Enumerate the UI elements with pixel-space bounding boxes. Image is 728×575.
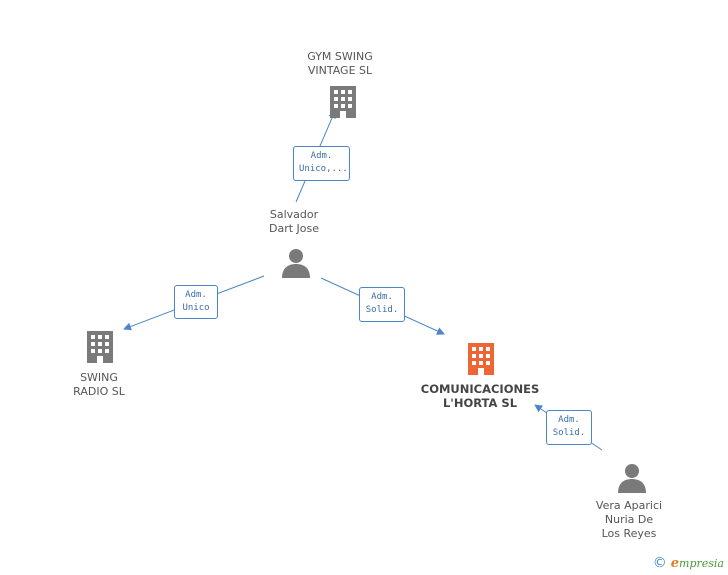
node-label-line: Dart Jose xyxy=(268,222,320,235)
role-line: Solid. xyxy=(365,305,399,315)
footer-brand: © empresia xyxy=(653,555,724,571)
node-label-line: Salvador xyxy=(269,208,319,221)
brand-initial: e xyxy=(670,555,680,571)
node-label-line: SWING xyxy=(80,371,118,384)
node-label-line: Vera Aparici xyxy=(595,499,663,512)
node-label-line: RADIO SL xyxy=(73,385,125,398)
role-line: Solid. xyxy=(552,428,586,438)
node-label-line: Nuria De xyxy=(604,513,654,526)
node-label-line: COMUNICACIONES xyxy=(420,382,540,396)
role-line: Adm. xyxy=(371,292,393,302)
building-icon[interactable] xyxy=(328,86,358,118)
role-line: Unico,... xyxy=(299,164,348,174)
building-icon[interactable] xyxy=(85,331,115,363)
brand-rest: mpresia xyxy=(679,556,724,570)
role-line: Adm. xyxy=(310,151,333,161)
person-icon[interactable] xyxy=(617,463,647,493)
role-line: Unico xyxy=(182,303,210,313)
node-label-line: VINTAGE SL xyxy=(307,64,373,77)
node-label-line: Los Reyes xyxy=(601,527,657,540)
role-line: Adm. xyxy=(185,290,207,300)
role-line: Adm. xyxy=(558,415,580,425)
node-label-line: L'HORTA SL xyxy=(442,396,518,410)
node-label-swing-radio: SWING RADIO SL xyxy=(73,371,125,399)
node-label-salvador-dart-jose: Salvador Dart Jose xyxy=(269,208,319,236)
node-label-line: GYM SWING xyxy=(307,50,373,63)
node-label-gym-swing-vintage: GYM SWING VINTAGE SL xyxy=(307,50,373,78)
role-badge-salvador-swing[interactable]: Adm. Unico xyxy=(174,285,218,319)
copyright-icon: © xyxy=(652,555,667,571)
role-badge-salvador-comunicaciones[interactable]: Adm. Solid. xyxy=(359,287,405,322)
role-badge-vera-comunicaciones[interactable]: Adm. Solid. xyxy=(546,410,592,445)
person-icon[interactable] xyxy=(281,248,311,278)
node-label-vera-aparici: Vera Aparici Nuria De Los Reyes xyxy=(596,499,662,541)
brand-logo[interactable]: empresia xyxy=(671,556,724,571)
role-badge-salvador-gym[interactable]: Adm. Unico,... xyxy=(293,146,350,181)
building-icon[interactable] xyxy=(466,343,496,375)
node-label-comunicaciones-lhorta: COMUNICACIONES L'HORTA SL xyxy=(421,382,540,410)
